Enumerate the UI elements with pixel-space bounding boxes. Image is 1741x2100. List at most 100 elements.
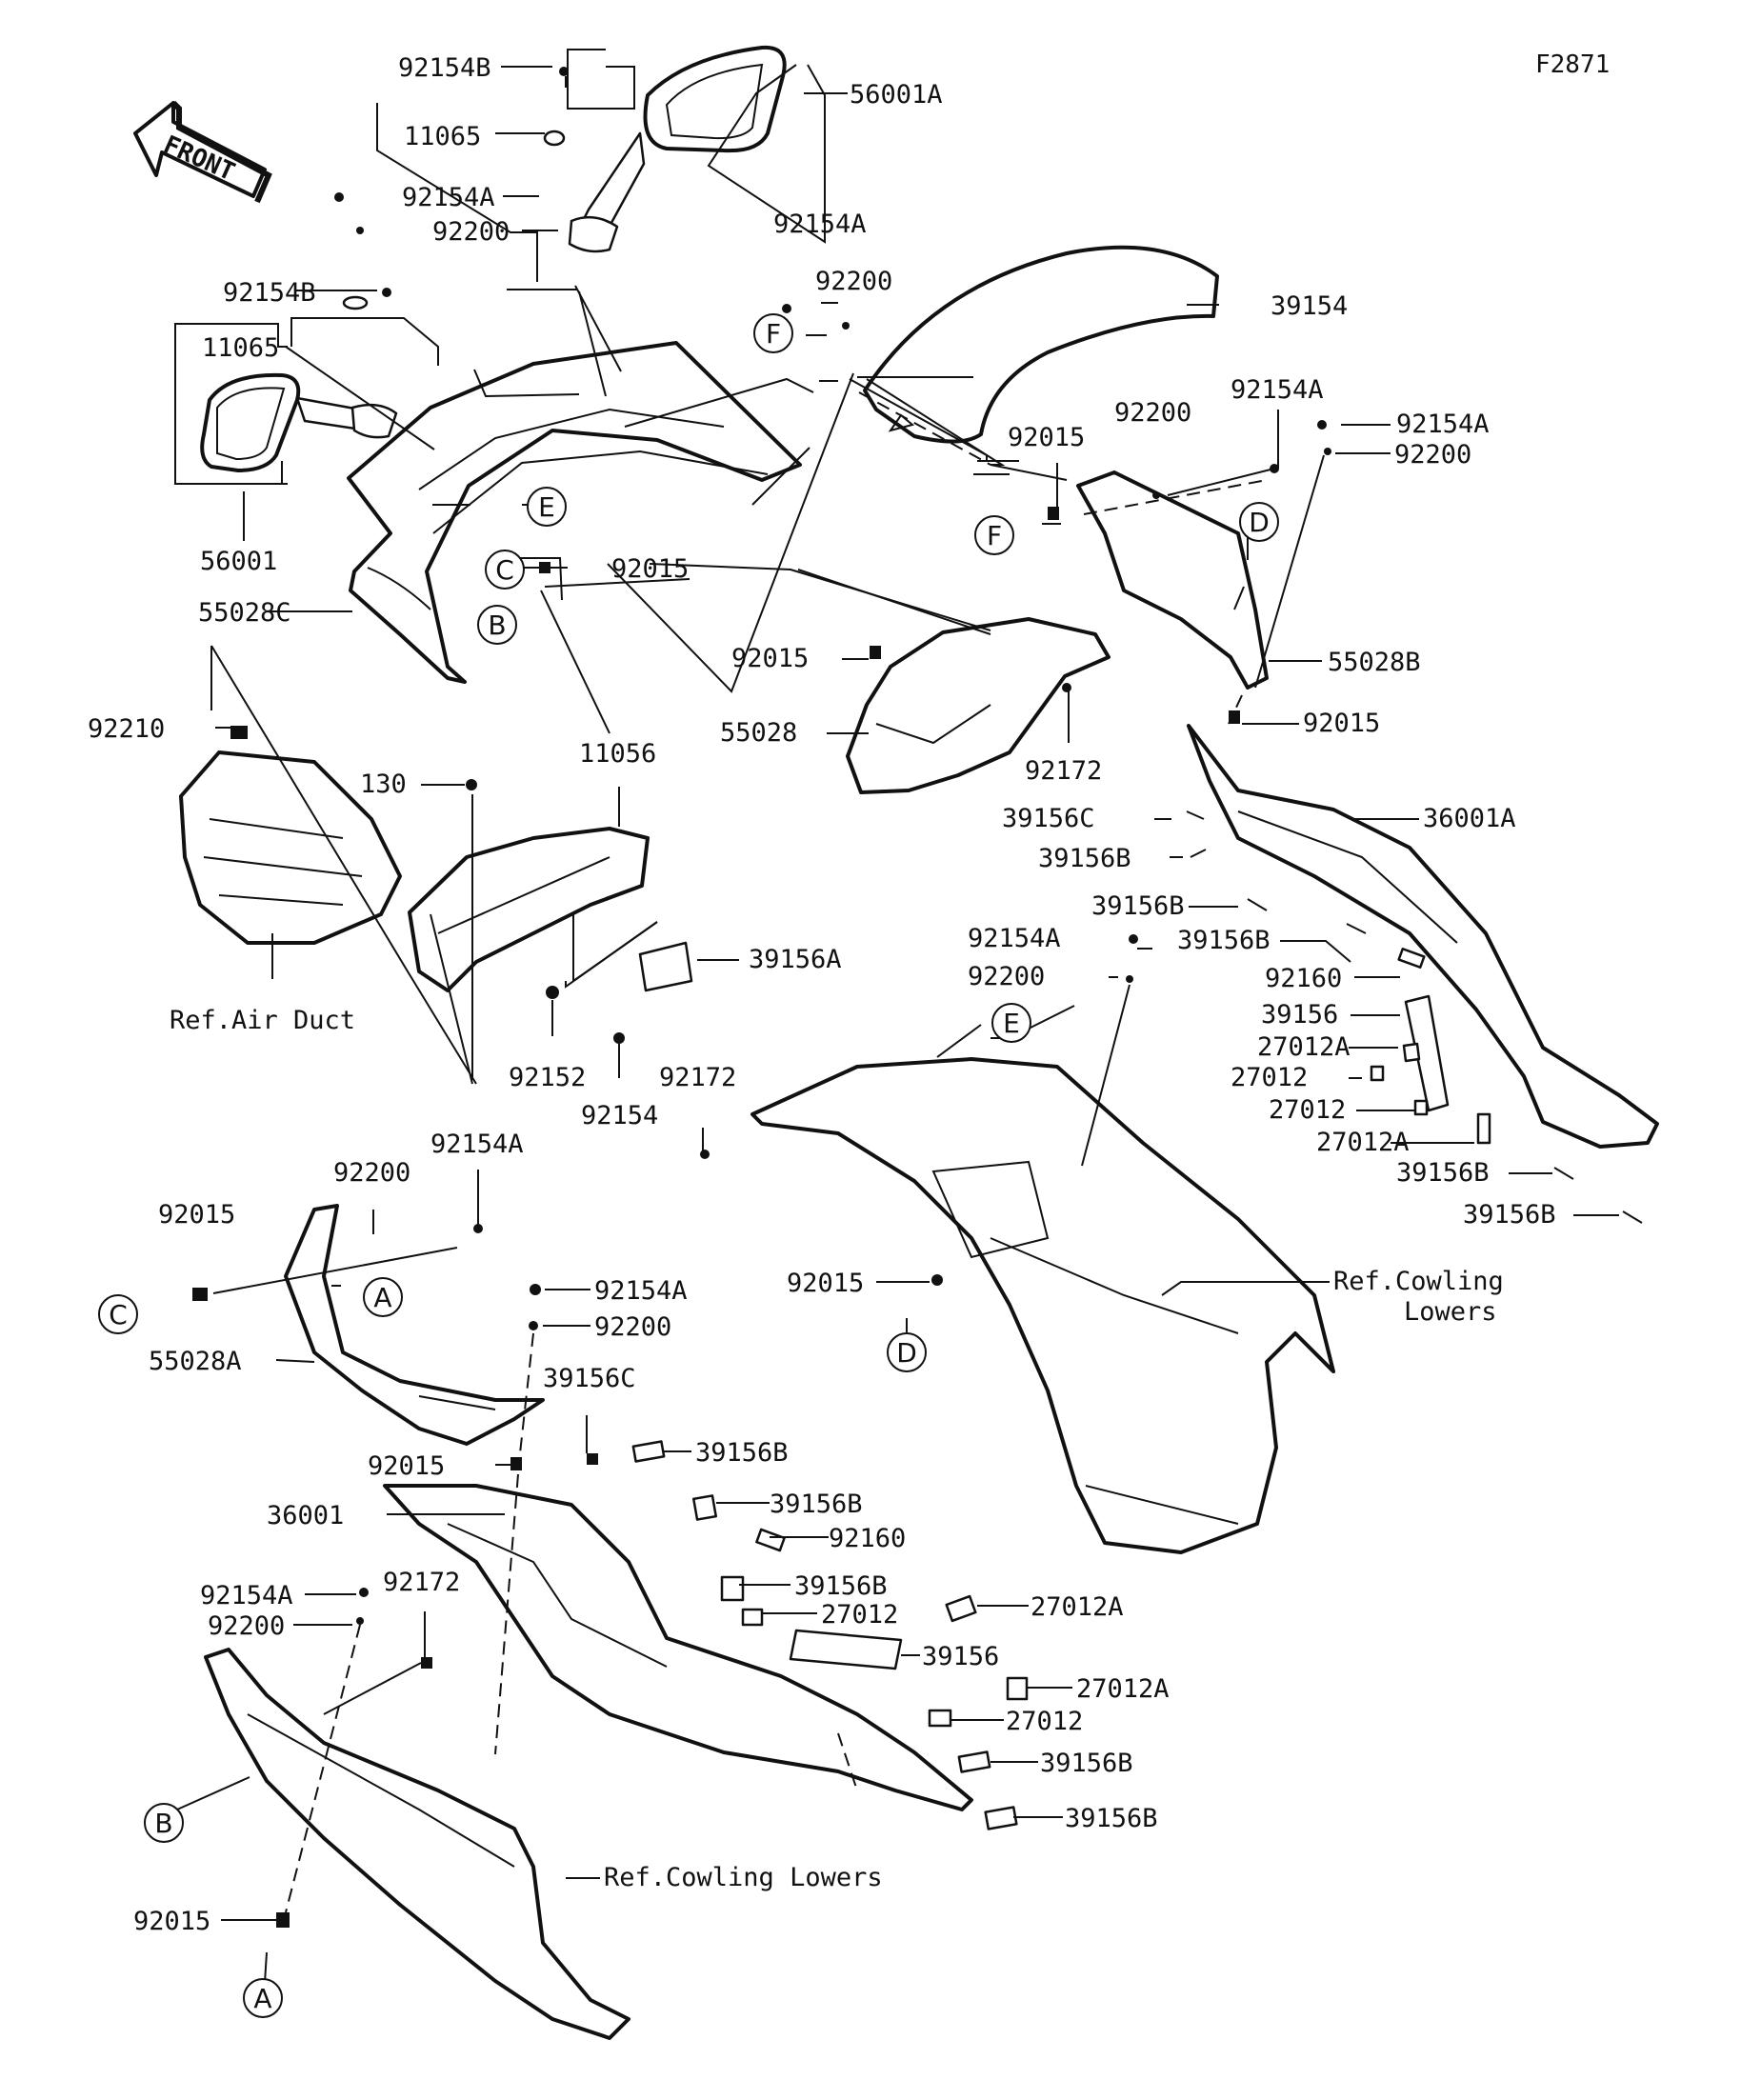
part-number-label: 92200: [432, 217, 510, 247]
part-number-label: 92015: [731, 644, 809, 673]
callout-c: C: [485, 550, 525, 590]
callout-b: B: [477, 605, 517, 645]
part-number-label: 92172: [659, 1063, 736, 1092]
part-drawings: [179, 45, 1659, 2040]
callout-e: E: [991, 1003, 1031, 1043]
part-number-label: 39156C: [1002, 804, 1095, 833]
part-number-label: 92154A: [968, 924, 1061, 953]
svg-text:F: F: [766, 318, 781, 350]
part-number-label: 56001: [200, 547, 277, 576]
part-number-label: 55028C: [198, 598, 291, 628]
part-number-label: 39156B: [1463, 1200, 1556, 1230]
part-number-label: 92200: [968, 962, 1045, 991]
part-number-label: 27012A: [1316, 1128, 1410, 1157]
callout-f: F: [753, 313, 793, 353]
part-number-label: 39156: [1261, 1000, 1338, 1030]
callout-b: B: [144, 1803, 184, 1843]
reference-notes: Ref.Air Duct Ref.Cowling Lowers Ref.Cowl…: [170, 1006, 1504, 1892]
part-labels: 92154B 56001A 11065 92154A 92200 92154B …: [88, 53, 1556, 1936]
part-number-label: 39156B: [1396, 1158, 1490, 1188]
part-number-label: 92200: [594, 1312, 671, 1342]
part-number-label: 92015: [368, 1451, 445, 1481]
callout-f: F: [974, 515, 1014, 555]
front-arrow-icon: FRONT: [133, 100, 272, 204]
part-number-label: 92015: [158, 1200, 235, 1230]
part-number-label: 92160: [1265, 964, 1342, 993]
part-number-label: 39156C: [543, 1364, 636, 1393]
part-number-label: 39156B: [1040, 1749, 1133, 1778]
svg-text:D: D: [1249, 507, 1270, 538]
part-number-label: 92152: [509, 1063, 586, 1092]
part-number-label: 92015: [133, 1907, 210, 1936]
part-number-label: 130: [360, 770, 407, 799]
ref-air-duct-note: Ref.Air Duct: [170, 1006, 355, 1035]
svg-text:A: A: [373, 1282, 391, 1313]
part-number-label: 27012A: [1257, 1032, 1351, 1062]
part-number-label: 92154A: [200, 1581, 293, 1610]
part-number-label: 92154B: [223, 278, 316, 308]
part-number-label: 39156B: [770, 1490, 863, 1519]
part-number-label: 27012: [821, 1600, 898, 1630]
part-number-label: 39156: [922, 1642, 999, 1671]
part-number-label: 92172: [1025, 756, 1102, 786]
svg-text:F: F: [987, 520, 1002, 551]
part-number-label: 92200: [1114, 398, 1191, 428]
part-number-label: 27012: [1269, 1095, 1346, 1125]
part-number-label: 36001A: [1423, 804, 1516, 833]
part-number-label: 92200: [333, 1158, 410, 1188]
svg-text:B: B: [154, 1808, 172, 1839]
part-number-label: 92200: [208, 1611, 285, 1641]
svg-text:C: C: [109, 1299, 128, 1330]
part-number-label: 92154B: [398, 53, 491, 83]
figure-id: F2871: [1535, 50, 1610, 79]
part-number-label: 27012: [1231, 1063, 1308, 1092]
callouts: F E C B F D E D A C B A: [98, 313, 1279, 2018]
part-number-label: 92154A: [430, 1130, 524, 1159]
part-number-label: 39156B: [1177, 926, 1271, 955]
part-number-label: 36001: [267, 1501, 344, 1530]
part-number-label: 27012: [1006, 1707, 1083, 1736]
callout-a: A: [363, 1277, 403, 1317]
part-number-label: 39156A: [749, 945, 842, 974]
leader-lines: [174, 49, 1619, 1984]
ref-cowling-note: Ref.Cowling: [1333, 1267, 1504, 1296]
callout-a: A: [243, 1978, 283, 2018]
part-number-label: 92172: [383, 1568, 460, 1597]
part-number-label: 39156B: [1065, 1804, 1158, 1833]
part-number-label: 92015: [787, 1269, 864, 1298]
part-number-label: 92154: [581, 1101, 658, 1130]
part-number-label: 55028A: [149, 1347, 242, 1376]
part-number-label: 92154A: [1396, 410, 1490, 439]
part-number-label: 92015: [611, 554, 689, 584]
part-number-label: 92015: [1008, 423, 1085, 452]
part-number-label: 92160: [829, 1524, 906, 1553]
part-number-label: 11065: [404, 122, 481, 151]
svg-text:B: B: [488, 610, 506, 641]
part-number-label: 92200: [1394, 440, 1471, 470]
svg-text:C: C: [495, 554, 514, 586]
part-number-label: 92200: [815, 267, 892, 296]
part-number-label: 92154A: [402, 183, 495, 212]
part-number-label: 39156B: [1091, 891, 1185, 921]
callout-c: C: [98, 1294, 138, 1334]
part-number-label: 39156B: [794, 1571, 888, 1601]
part-number-label: 11065: [202, 333, 279, 363]
svg-text:E: E: [538, 491, 555, 523]
part-number-label: 55028: [720, 718, 797, 748]
svg-text:A: A: [253, 1983, 271, 2014]
svg-text:E: E: [1003, 1008, 1020, 1039]
part-number-label: 92015: [1303, 709, 1380, 738]
part-number-label: 92154A: [1231, 375, 1324, 405]
part-number-label: 55028B: [1328, 648, 1421, 677]
ref-cowling-lowers-note: Ref.Cowling Lowers: [604, 1863, 883, 1892]
part-number-label: 39156B: [1038, 844, 1131, 873]
part-number-label: 92154A: [773, 210, 867, 239]
svg-text:D: D: [896, 1337, 917, 1369]
part-number-label: 56001A: [850, 80, 943, 110]
part-number-label: 92154A: [594, 1276, 688, 1306]
part-number-label: 27012A: [1031, 1592, 1124, 1622]
part-number-label: 27012A: [1076, 1674, 1170, 1704]
part-number-label: 39154: [1271, 291, 1348, 321]
callout-d: D: [887, 1332, 927, 1372]
